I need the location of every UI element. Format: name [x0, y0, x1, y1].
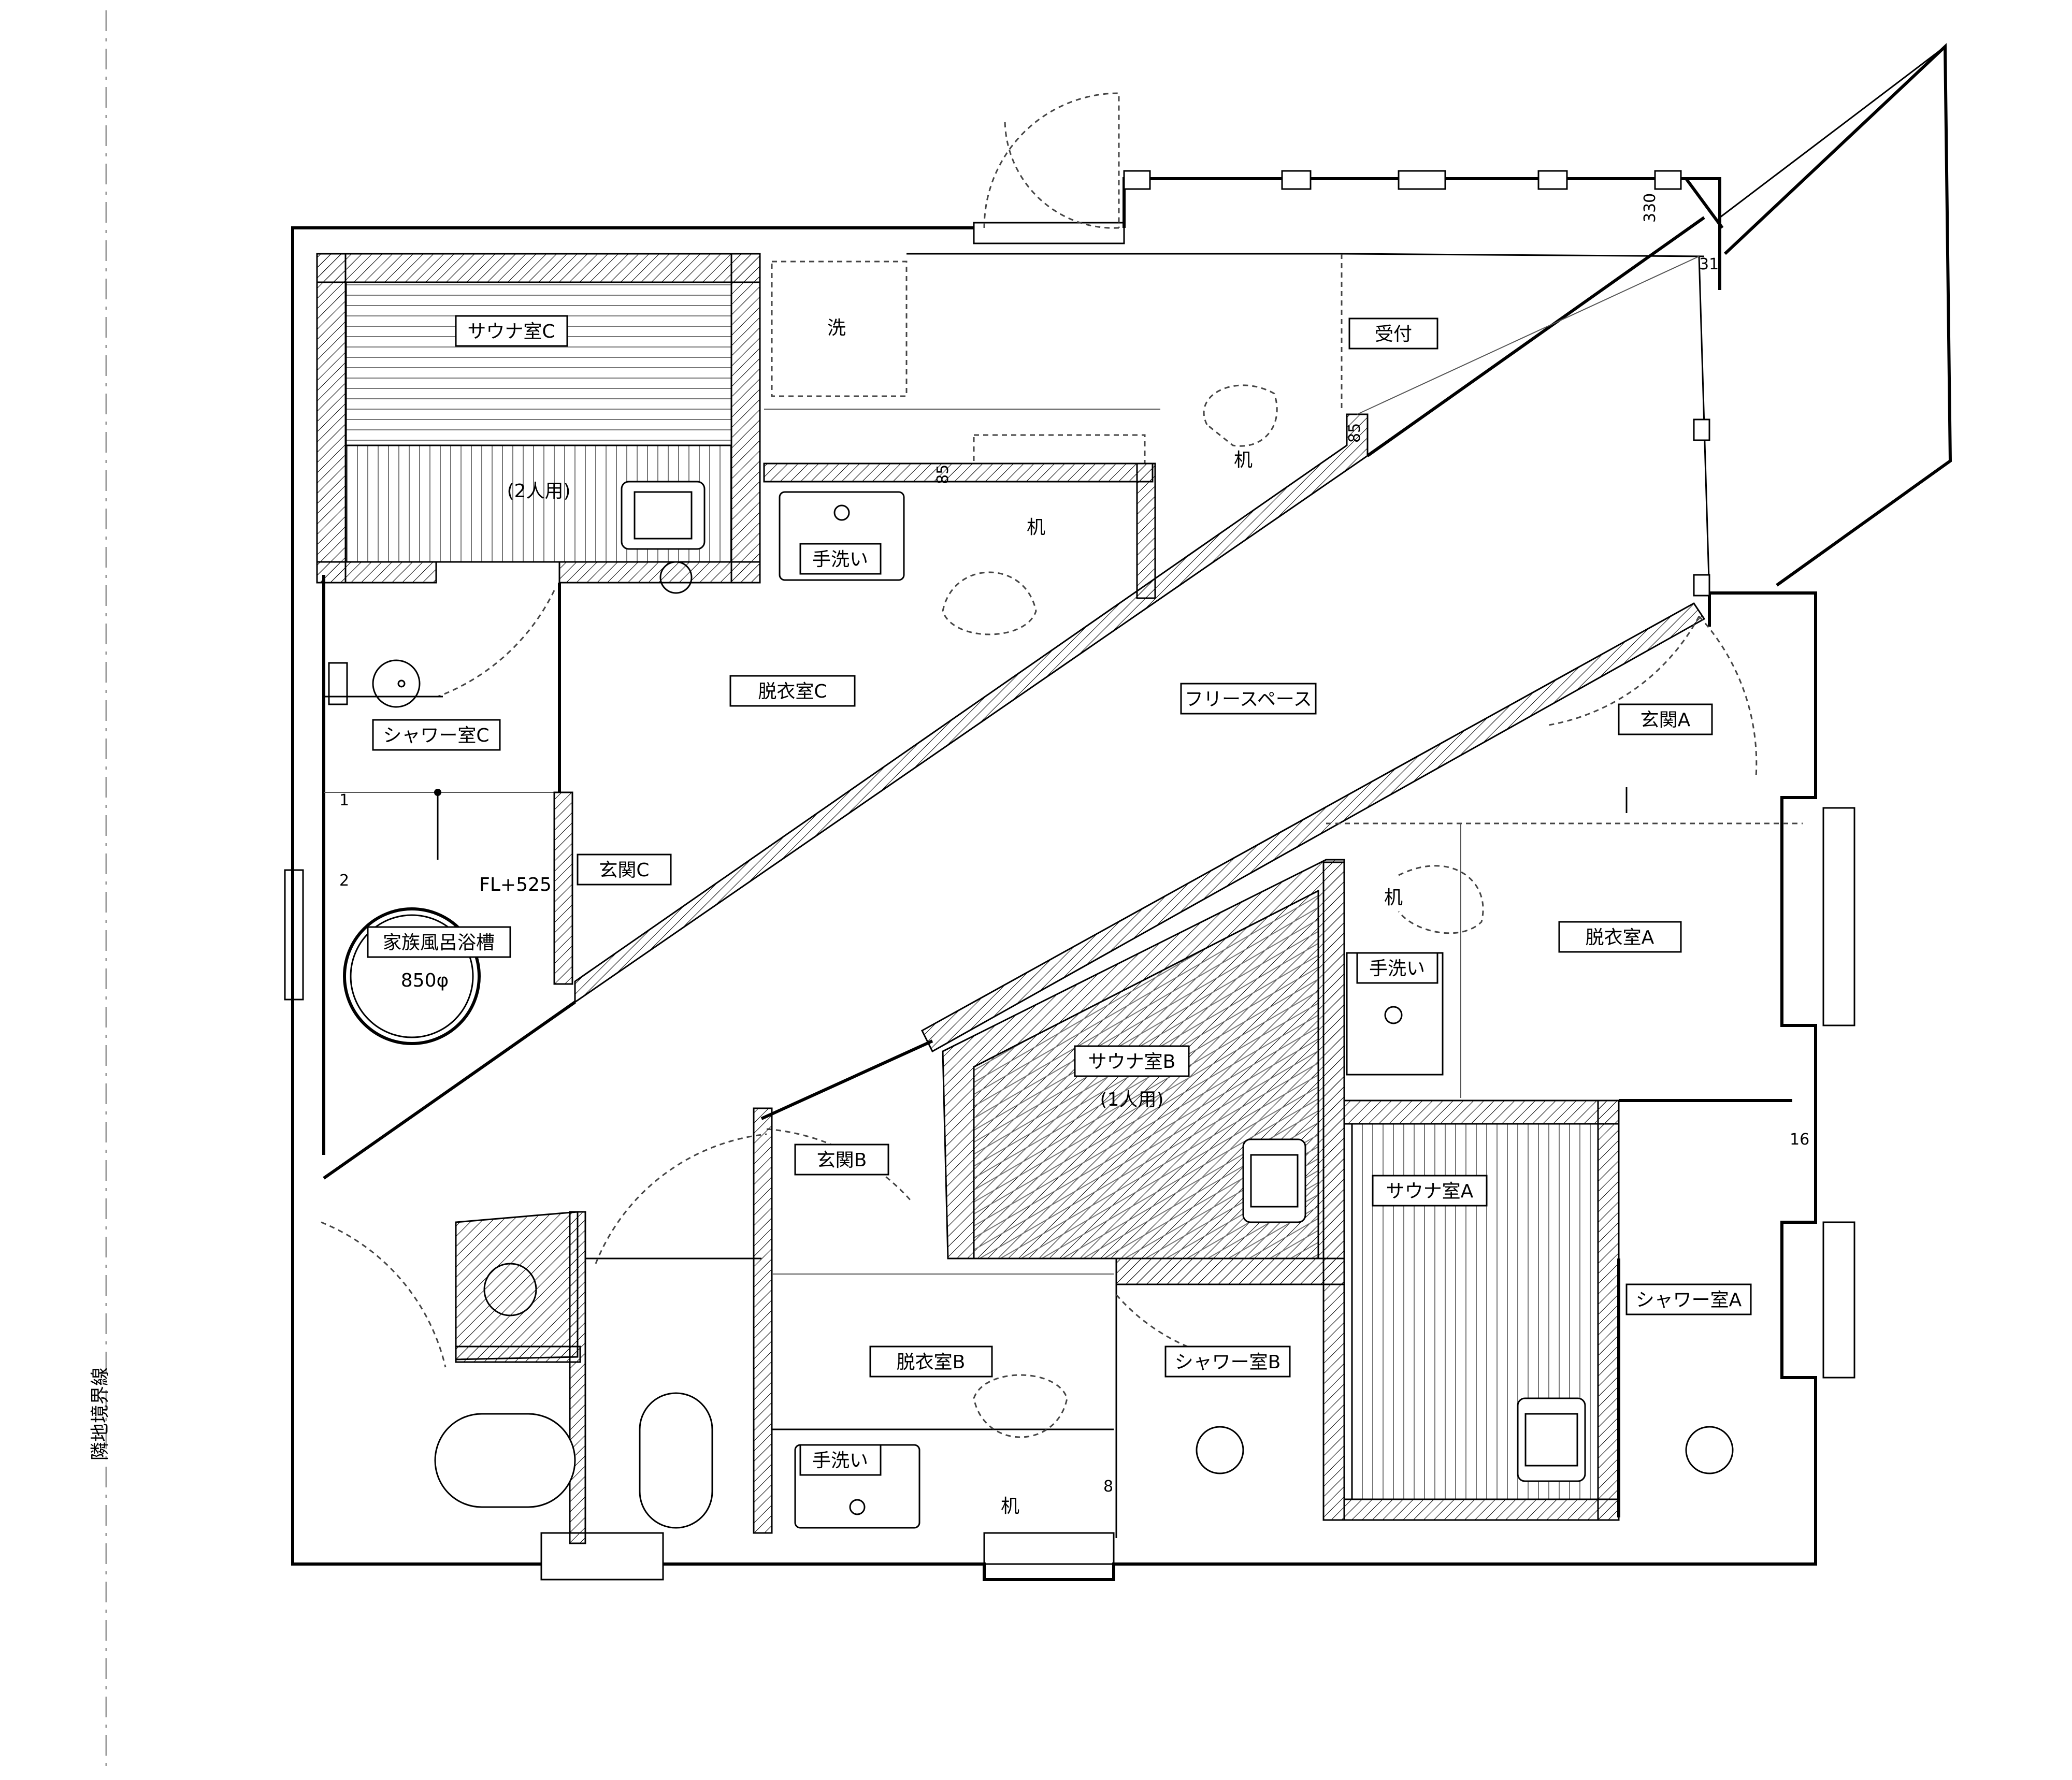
step-2: 2	[339, 872, 349, 890]
sauna-b	[942, 859, 1345, 1538]
label-handwash-b: 手洗い	[812, 1450, 868, 1471]
label-desk-b: 机	[1001, 1496, 1019, 1517]
shower-a-head	[1685, 1426, 1734, 1474]
label-boundary-line: 隣地境界線	[90, 1367, 111, 1460]
step-1: 1	[339, 791, 349, 809]
label-shower-b: シャワー室B	[1175, 1352, 1281, 1373]
label-shower-a: シャワー室A	[1636, 1290, 1742, 1311]
shower-c	[322, 575, 573, 1155]
label-changing-c: 脱衣室C	[758, 681, 827, 702]
wc-area	[321, 1128, 913, 1544]
shower-b-head	[1196, 1426, 1244, 1474]
chair-c	[942, 571, 1037, 635]
label-changing-b: 脱衣室B	[897, 1352, 966, 1373]
door-shower-b	[1115, 1294, 1254, 1363]
diagonal-partition	[323, 216, 1803, 1180]
label-family-bath: 家族風呂浴槽	[383, 932, 495, 953]
label-wash: 洗	[827, 317, 846, 339]
label-floor-level: FL+525	[479, 874, 552, 895]
dim-31: 31	[1699, 255, 1719, 273]
wash-area	[771, 261, 908, 397]
label-handwash-c: 手洗い	[812, 549, 868, 570]
label-free-space: フリースペース	[1185, 689, 1312, 710]
window-east-1	[1822, 807, 1855, 1026]
outer-walls	[284, 43, 1952, 1581]
window-west	[284, 869, 304, 1001]
label-desk-reception: 机	[1234, 450, 1253, 471]
label-handwash-a: 手洗い	[1369, 958, 1425, 979]
label-desk-a: 机	[1384, 887, 1403, 908]
label-entrance-c: 玄関C	[599, 860, 649, 881]
window-east-2	[1822, 1221, 1855, 1379]
sauna-c-stove	[621, 481, 706, 550]
entry-step-b2	[983, 1532, 1115, 1565]
dimensions: 330 31 85 85 16 8 1 2	[339, 193, 1809, 1496]
chair-reception	[1203, 384, 1278, 447]
label-sauna-a: サウナ室A	[1386, 1181, 1474, 1202]
label-bath-diameter: 850φ	[401, 970, 449, 991]
label-sauna-b-capacity: (1人用)	[1100, 1089, 1164, 1110]
chair-b	[973, 1374, 1068, 1438]
label-shower-c: シャワー室C	[383, 725, 489, 746]
sauna-c	[316, 253, 761, 594]
label-sauna-b: サウナ室B	[1088, 1051, 1176, 1073]
dim-16: 16	[1790, 1131, 1809, 1149]
sauna-b-stove	[1242, 1138, 1306, 1223]
dim-8: 8	[1103, 1478, 1113, 1496]
door-entrance-a	[1548, 616, 1700, 726]
sauna-c-bench-upper	[345, 281, 732, 446]
dim-85-a: 85	[934, 465, 952, 484]
toilet-2	[639, 1392, 713, 1529]
dim-85-b: 85	[1346, 423, 1364, 443]
label-changing-a: 脱衣室A	[1586, 927, 1654, 948]
chair-a	[1398, 865, 1484, 934]
toilet-1	[434, 1413, 576, 1508]
label-sauna-c-capacity: (2人用)	[507, 481, 571, 502]
label-sauna-c: サウナ室C	[467, 321, 555, 342]
dim-330: 330	[1641, 193, 1659, 223]
label-entrance-b: 玄関B	[817, 1150, 867, 1171]
reception-counter	[973, 434, 1146, 465]
sauna-a-stove	[1517, 1397, 1586, 1482]
label-reception: 受付	[1375, 324, 1412, 345]
label-entrance-a: 玄関A	[1641, 710, 1691, 731]
family-bath-tub	[343, 907, 481, 1045]
entry-step-b	[540, 1532, 664, 1581]
labels: サウナ室C (2人用) 洗 受付 机 机 手洗い 脱衣室C フリースペース 玄関…	[367, 315, 1752, 1517]
label-desk-c: 机	[1027, 517, 1045, 538]
